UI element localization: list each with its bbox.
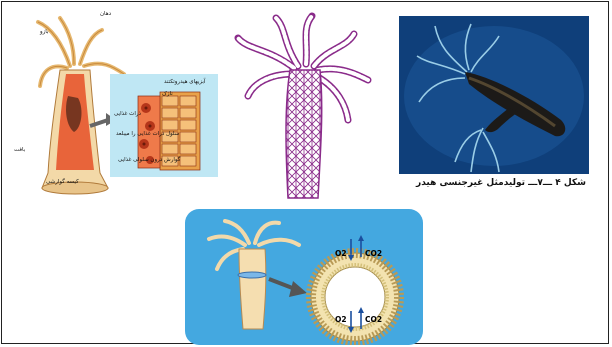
- label-mouth: دهان: [100, 12, 111, 18]
- label-tissue: بافت: [14, 148, 25, 154]
- label-nerve: نازک: [162, 92, 173, 98]
- label-gastric-cavity: کیسه گوارشی: [46, 180, 79, 186]
- nerve-net-illustration: [228, 8, 378, 201]
- budding-photo-illustration: [399, 16, 589, 174]
- label-digestive-cell: سلول ذرات غذایی را میبلعد: [116, 132, 179, 138]
- hydra-budding-photo: [399, 16, 589, 174]
- gas-label-co2-bottom: CO2: [365, 315, 382, 324]
- gas-label-o2-top: O2: [335, 249, 347, 258]
- gas-label-co2-top: CO2: [365, 249, 382, 258]
- label-arm: بازو: [40, 30, 49, 36]
- gas-exchange-illustration: [185, 209, 423, 345]
- label-food-digestion: گوارش درون سلولی غذایی: [118, 158, 180, 164]
- gas-label-o2-bottom: O2: [335, 315, 347, 324]
- label-nutrient: ذرات غذایی: [114, 112, 141, 118]
- label-nematocyst: آبزیهای هیدروتکتند: [164, 80, 205, 86]
- gas-exchange-figure: O2 CO2 O2 CO2: [185, 209, 423, 345]
- photo-caption: شکل ۴ ـــ۷ـــ تولیدمثل غیرجنسی هیدر: [416, 178, 586, 188]
- hydra-anatomy-figure: دهان بازو بافت کیسه گوارشی آبزیهای هیدرو…: [12, 8, 227, 198]
- hydra-nerve-net-figure: [228, 8, 378, 201]
